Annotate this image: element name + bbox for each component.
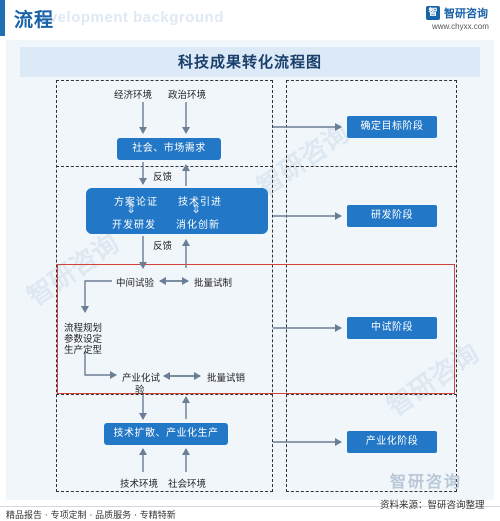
batch-trial-label: 批量试制 [194, 278, 233, 289]
stage-divider [286, 166, 457, 167]
stage-industrial-box: 产业化阶段 [347, 431, 437, 453]
production-finalize-label: 生产定型 [64, 345, 103, 356]
footer-tagline: 精品报告 · 专项定制 · 品质服务 · 专精特新 [6, 511, 176, 521]
parameter-setting-label: 参数设定 [64, 334, 103, 345]
diffusion-production-box: 技术扩散、产业化生产 [104, 423, 228, 445]
title-band [20, 47, 480, 77]
stage-goal-box: 确定目标阶段 [347, 116, 437, 138]
updown-arrow-icon: ⇕ [126, 202, 137, 216]
updown-arrow-icon: ⇕ [191, 202, 202, 216]
batch-sale-label: 批量试销 [207, 373, 246, 384]
brand-watermark: 智研咨询 [390, 472, 463, 491]
page-header [0, 0, 500, 36]
rd-absorb-label: 消化创新 [176, 220, 220, 231]
market-demand-box: 社会、市场需求 [117, 138, 221, 160]
stage-divider [56, 394, 273, 395]
brand-logo-icon: 智 [426, 6, 440, 20]
stage-rd-box: 研发阶段 [347, 205, 437, 227]
rd-plan-label: 方案论证 [114, 197, 158, 208]
feedback-label: 反馈 [153, 172, 173, 183]
rd-dev-label: 开发研发 [112, 220, 156, 231]
tech-env-label: 技术环境 [120, 479, 159, 490]
politics-env-label: 政治环境 [168, 90, 207, 101]
header-accent-bar [0, 0, 5, 36]
process-frame [56, 80, 273, 492]
header-title: 流程 [14, 9, 55, 31]
process-planning-label: 流程规划 [64, 323, 103, 334]
footer-divider [0, 506, 500, 507]
social-env-label: 社会环境 [168, 479, 207, 490]
industrial-trial-label-cont: 验 [135, 385, 145, 396]
stage-divider [56, 166, 273, 167]
econ-env-label: 经济环境 [114, 90, 153, 101]
header-background-text: evelopment background [40, 9, 224, 26]
diagram-title: 科技成果转化流程图 [177, 53, 322, 71]
rd-intro-label: 技术引进 [178, 197, 222, 208]
stage-frame [286, 80, 457, 492]
feedback-label: 反馈 [153, 241, 173, 252]
industrial-trial-label: 产业化试 [122, 373, 161, 384]
pilot-stage-highlight [57, 264, 455, 394]
stage-pilot-box: 中试阶段 [347, 317, 437, 339]
mid-trial-label: 中间试验 [116, 278, 155, 289]
stage-divider [286, 394, 457, 395]
source-note: 资料来源：智研咨询整理 [380, 500, 485, 511]
brand-url: www.chyxx.com [432, 22, 489, 31]
brand-name: 智研咨询 [444, 7, 488, 20]
rd-box [86, 188, 268, 234]
